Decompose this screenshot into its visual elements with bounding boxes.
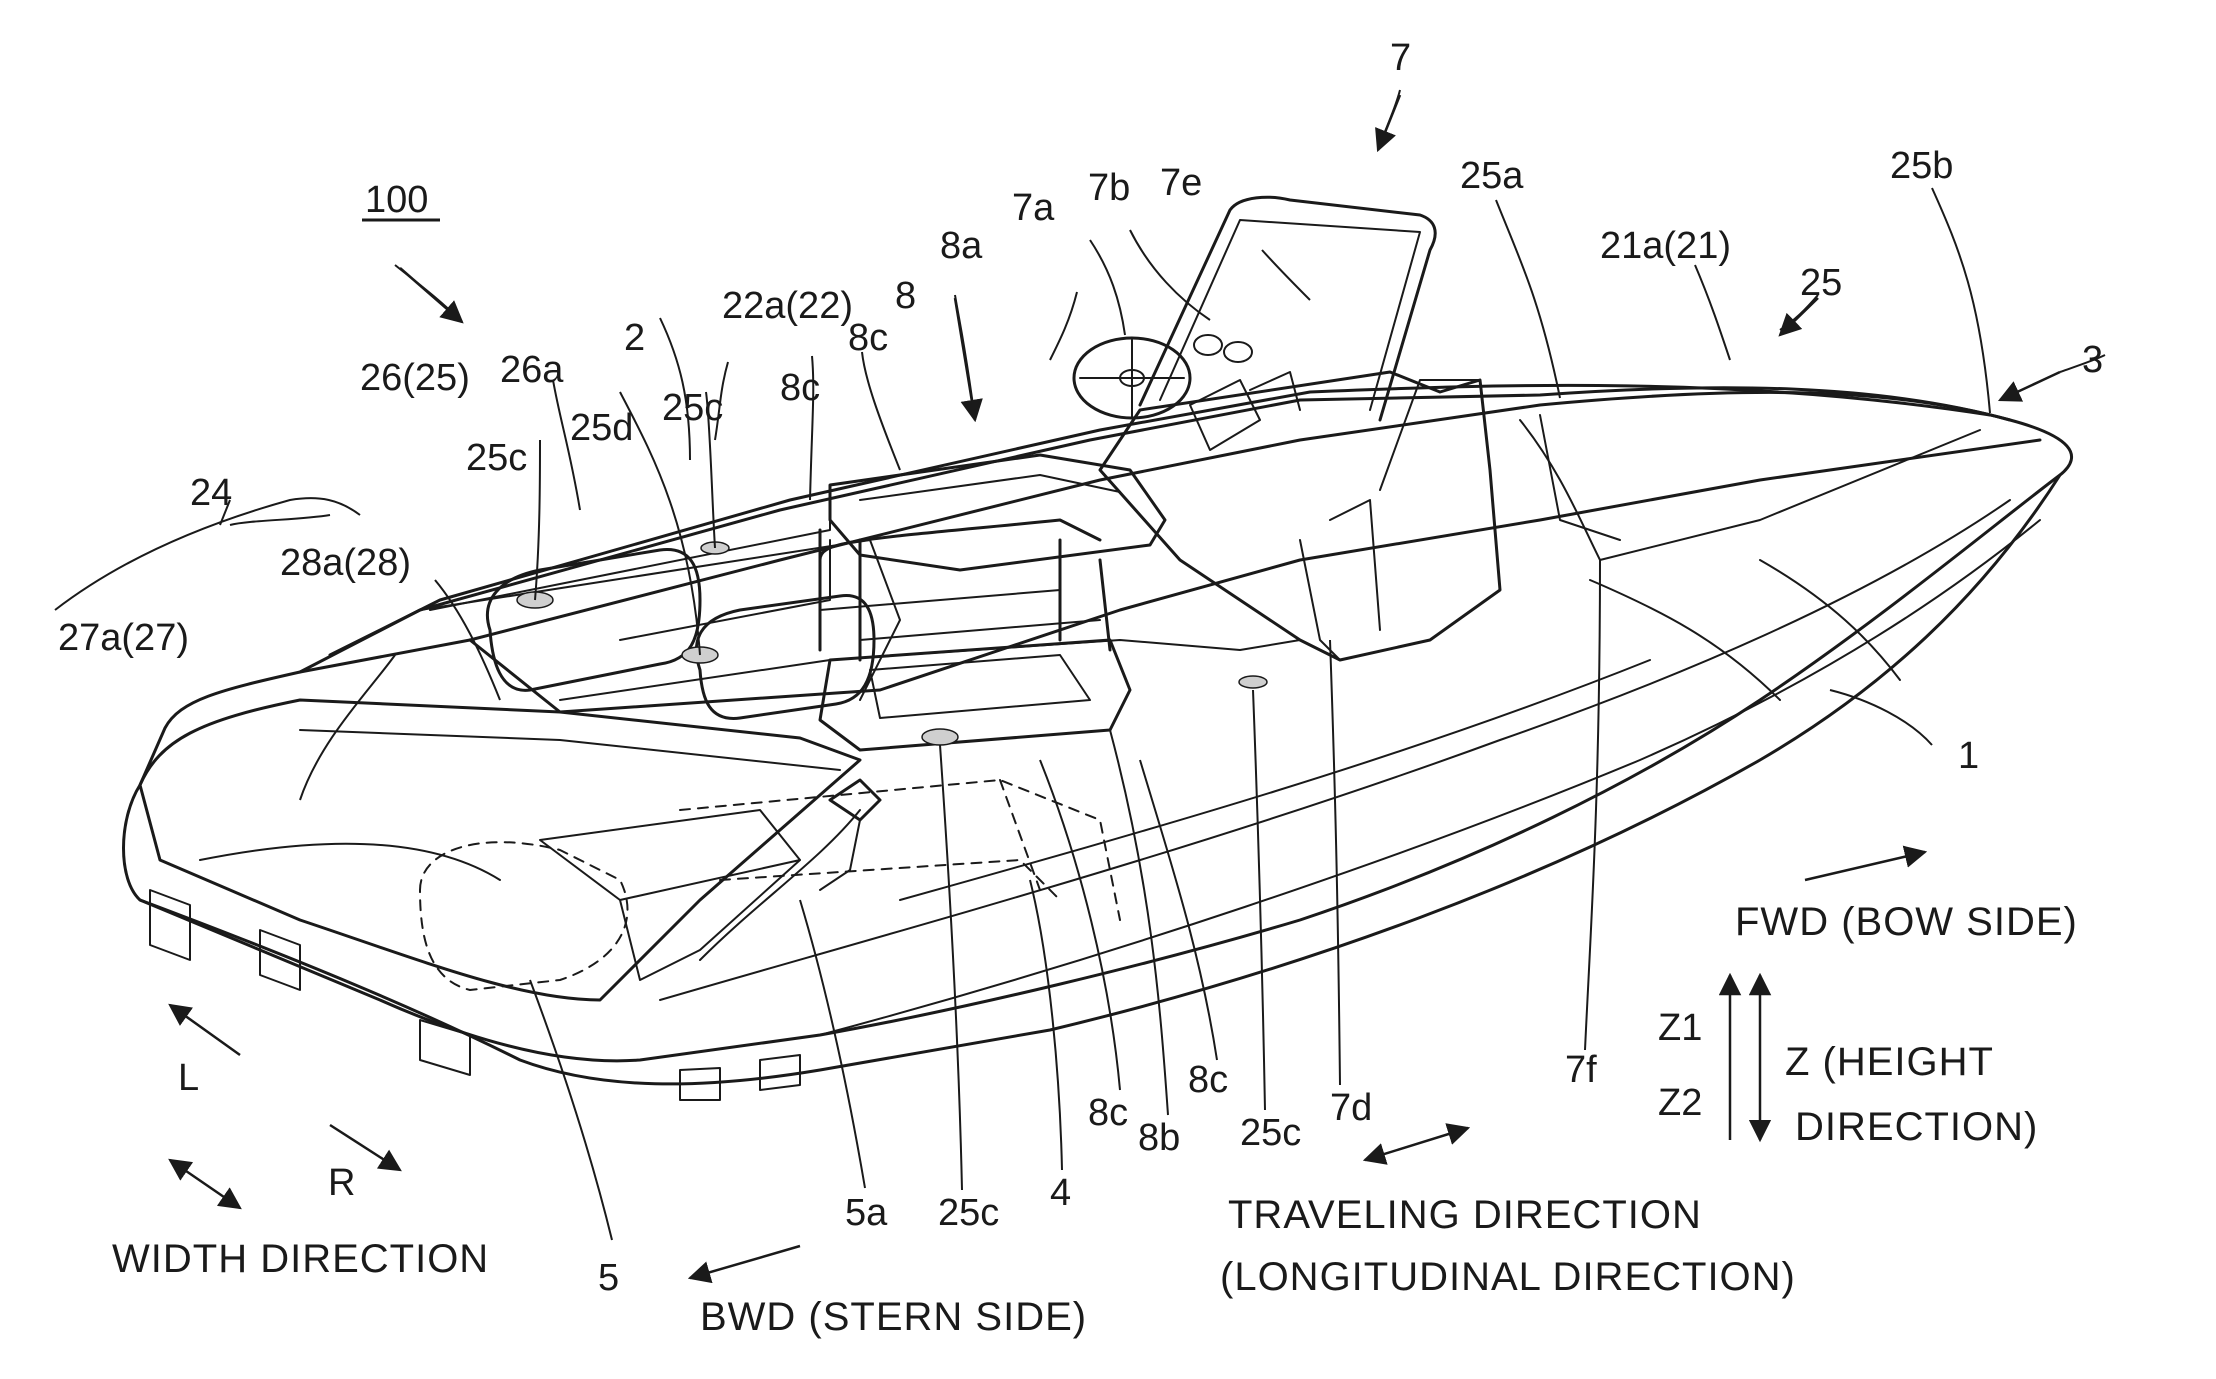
label-8c-bot2: 8c [1088,1092,1128,1134]
label-2: 2 [624,317,645,359]
label-5a: 5a [845,1192,888,1234]
engine-hidden [420,842,628,990]
caption-z-line2: DIRECTION) [1795,1105,2038,1149]
label-25a: 25a [1460,155,1524,197]
bwd-arrow [690,1246,800,1278]
console-body [1100,372,1500,660]
pylon [830,780,880,820]
label-25b: 25b [1890,145,1953,187]
l-arrow [170,1005,240,1055]
label-4: 4 [1050,1172,1071,1214]
label-100: 100 [365,179,428,221]
arrow-7 [1378,95,1400,150]
label-25c-top2: 25c [662,387,723,429]
width-arrow [170,1160,240,1208]
seat-cushion [860,475,1120,500]
label-8c-top1: 8c [848,317,888,359]
caption-traveling-line1: TRAVELING DIRECTION [1228,1193,1702,1237]
hull-chine-line-3 [900,660,1650,900]
caption-traveling-line2: (LONGITUDINAL DIRECTION) [1220,1255,1796,1299]
caption-z-line1: Z (HEIGHT [1785,1040,1994,1084]
transom-step-side [620,860,800,980]
windscreen-frame-inner [1160,220,1420,410]
label-24: 24 [190,472,232,514]
cleat-icon [1239,676,1267,688]
label-26: 26(25) [360,357,470,399]
label-8c-top2: 8c [780,367,820,409]
label-8c-bot1: 8c [1188,1059,1228,1101]
label-26a: 26a [500,349,564,391]
stern-steps [150,890,800,1100]
cleat-icon [922,729,958,745]
label-7: 7 [1390,37,1411,79]
label-7b: 7b [1088,167,1130,209]
sun-pad [140,700,860,1000]
transom-step [540,810,800,900]
label-7a: 7a [1012,187,1055,229]
label-25c-bot2: 25c [938,1192,999,1234]
label-27a: 27a(27) [58,617,189,659]
label-8b: 8b [1138,1117,1180,1159]
label-5: 5 [598,1257,619,1299]
caption-bwd: BWD (STERN SIDE) [700,1295,1087,1339]
seat-top [830,455,1165,570]
hull-chine-line-2 [820,520,2040,1035]
label-Z1: Z1 [1658,1007,1702,1049]
label-8a: 8a [940,225,983,267]
fwd-arrow [1805,852,1925,880]
arrow-3 [2000,372,2060,400]
label-7e: 7e [1160,162,1202,204]
label-L: L [178,1057,199,1099]
caption-width: WIDTH DIRECTION [112,1237,489,1281]
seat-storage-lid [870,655,1090,718]
label-7d: 7d [1330,1087,1372,1129]
bow-seat [1540,415,1620,540]
label-Z2: Z2 [1658,1082,1702,1124]
gauge-2 [1224,342,1252,362]
label-3: 3 [2082,339,2103,381]
label-R: R [328,1162,355,1204]
pylon-stem [820,820,860,890]
label-22a: 22a(22) [722,285,853,327]
label-28a: 28a(28) [280,542,411,584]
label-7f: 7f [1565,1049,1597,1091]
arrow-8 [955,298,975,420]
label-25c-top1: 25c [466,437,527,479]
caption-fwd: FWD (BOW SIDE) [1735,900,2078,944]
label-8: 8 [895,275,916,317]
arrow-100 [400,268,462,322]
traveling-arrow [1365,1128,1468,1160]
boat-illustration [124,197,2072,1100]
console-panel [1330,500,1380,630]
label-1: 1 [1958,735,1979,777]
seat-rail-lower [820,590,1100,640]
label-25: 25 [1800,262,1842,304]
gauge-1 [1194,335,1222,355]
label-25c-bot1: 25c [1240,1112,1301,1154]
label-25d: 25d [570,407,633,449]
label-21a: 21a(21) [1600,225,1731,267]
cockpit-floor [560,640,1300,700]
bow-deck-inner [1520,420,1980,560]
sun-pad-upper [300,730,840,770]
pylon-line [700,810,860,960]
